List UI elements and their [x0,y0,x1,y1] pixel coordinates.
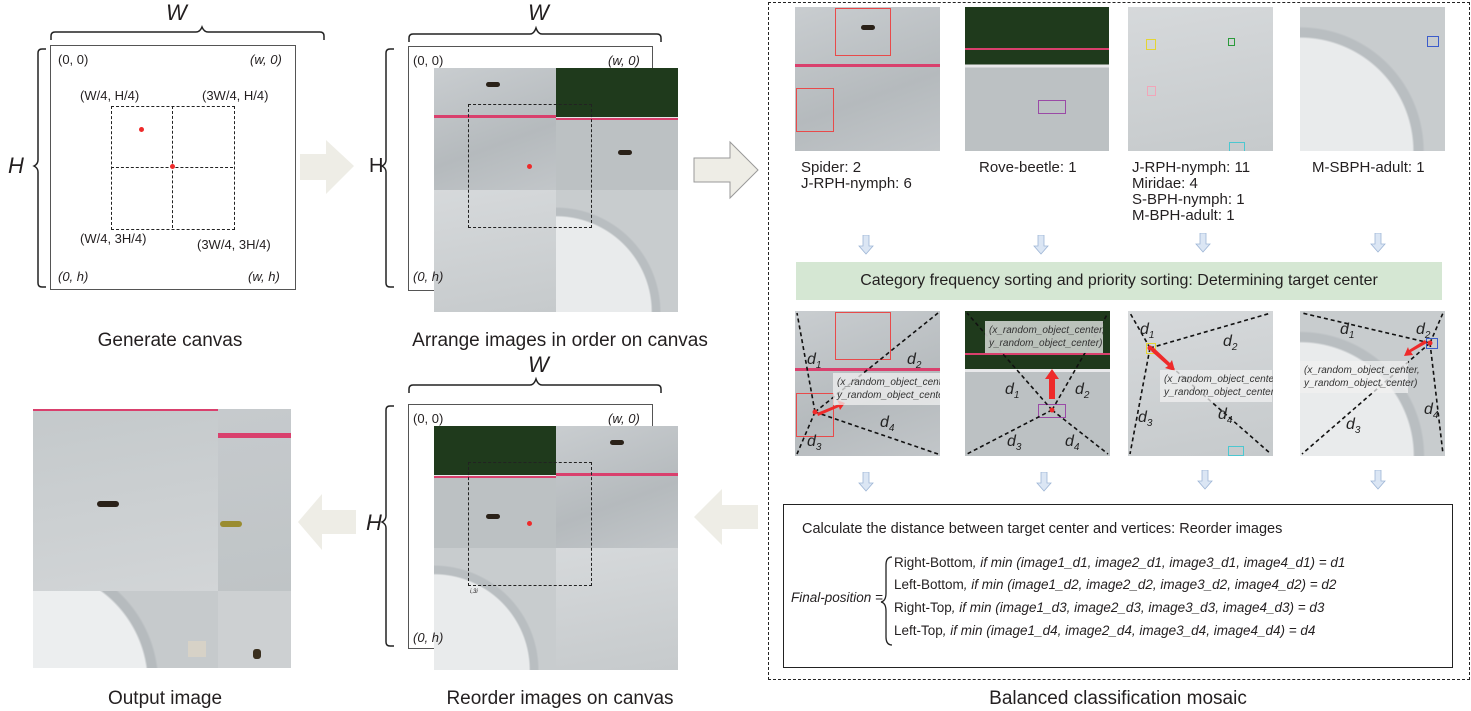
curly-brace-icon [880,556,893,646]
corner-top-left: (0, 0) [58,52,89,67]
mosaic-caption: Balanced classification mosaic [989,688,1247,709]
down-arrow-icon [1370,470,1386,490]
target-center-label: (x_random_object_center, y_random_object… [985,321,1105,353]
image-tile-bowl [434,548,556,670]
balanced-mosaic-panel [768,2,1470,680]
corner-top-right: (w, 0) [608,53,640,68]
down-arrow-icon [1036,472,1052,492]
width-label: W [528,352,549,377]
canvas-braces [32,24,325,288]
flow-arrow-right-icon [300,140,354,194]
reorder-caption: Reorder images on canvas [446,688,674,709]
case-right-bottom: Right-Bottom, if min (image1_d1, image2_… [894,555,1346,570]
down-arrow-icon [858,472,874,492]
arrange-caption: Arrange images in order on canvas [412,330,708,351]
image-tile-rove-beetle [434,426,556,548]
corner-bottom-right: (w, h) [248,269,280,284]
height-label: H [366,510,382,535]
detection-box-spider [796,88,834,132]
down-arrow-icon [858,235,874,255]
target-center-label: (x_random_object_center, y_random_object… [833,373,940,405]
output-tile-rove-beetle [33,409,218,591]
down-arrow-icon [1370,233,1386,253]
mosaic-image-3 [1128,7,1273,151]
small-annotation: i,3i [470,589,478,595]
corner-top-right: (w, 0) [608,411,640,426]
image-tile-bowl [556,190,678,312]
center-point-dot [170,164,175,169]
point-w4-3h4: (W/4, 3H/4) [80,231,147,246]
center-region-dashed-box [468,462,592,586]
image-tile-spider [434,68,556,190]
down-arrow-icon [1195,233,1211,253]
corner-top-right: (w, 0) [250,52,282,67]
output-tile-nymphs [218,591,291,668]
corner-top-left: (0, 0) [413,411,444,426]
reorder-step-title: Calculate the distance between target ce… [802,521,1283,537]
generate-canvas-caption: Generate canvas [97,330,243,351]
center-region-dashed-box [468,104,592,228]
width-label: W [166,0,187,25]
output-caption: Output image [107,688,223,709]
point-3w4-3h4: (3W/4, 3H/4) [197,237,271,252]
reorder-formula-box: Calculate the distance between target ce… [783,504,1453,668]
image-tile-nymphs [434,190,556,312]
arrange-braces [380,25,662,288]
target-center-label: (x_random_object_center, y_random_object… [1300,361,1420,393]
image-tile-spider [556,426,678,548]
category-sorting-step: Category frequency sorting and priority … [796,262,1442,300]
final-position-label: Final-position = [791,590,883,605]
mosaic-image-1 [795,7,940,151]
case-left-bottom: Left-Bottom, if min (image1_d2, image2_d… [894,577,1337,592]
target-center-label: (x_random_object_center, y_random_object… [1160,370,1273,402]
distance-diagram-2: (x_random_object_center, y_random_object… [965,311,1110,456]
flow-arrow-right-icon [693,140,759,200]
distance-diagram-1: (x_random_object_center, y_random_object… [795,311,940,456]
mosaic-image-4 [1300,7,1445,151]
detection-box-spider [835,8,891,56]
image-4-counts: M-SBPH-adult: 1 [1312,159,1425,176]
image-3-counts: J-RPH-nymph: 11 Miridae: 4 S-BPH-nymph: … [1132,159,1251,224]
center-region-dashed-box [111,106,235,230]
mosaic-image-2 [965,7,1109,151]
corner-bottom-left: (0, h) [413,630,444,645]
distance-diagram-4: (x_random_object_center, y_random_object… [1300,311,1445,456]
height-label: H [369,155,384,177]
output-tile-spider [218,409,291,591]
image-tile-rove-beetle [556,68,678,190]
width-label: W [528,0,549,25]
height-label: H [8,153,24,178]
random-point-dot [139,127,144,132]
distance-diagram-3: (x_random_object_center, y_random_object… [1128,311,1273,456]
corner-bottom-left: (0, h) [413,269,444,284]
corner-bottom-left: (0, h) [58,269,89,284]
detection-box-rove-beetle [1038,100,1066,114]
center-point-dot [527,521,532,526]
down-arrow-icon [1033,235,1049,255]
point-3w4-h4: (3W/4, H/4) [202,88,269,103]
corner-top-left: (0, 0) [413,53,444,68]
flow-arrow-left-icon [694,489,758,545]
image-2-counts: Rove-beetle: 1 [979,159,1077,176]
distance-lines [1301,312,1444,455]
image-tile-nymphs [556,548,678,670]
point-w4-h4: (W/4, H/4) [80,88,140,103]
output-tile-bowl [33,591,218,668]
distance-lines [796,312,939,455]
image-1-counts: Spider: 2 J-RPH-nymph: 6 [801,159,912,192]
down-arrow-icon [1197,470,1213,490]
case-left-top: Left-Top, if min (image1_d4, image2_d4, … [894,623,1316,638]
reorder-braces [380,376,662,647]
center-point-dot [527,164,532,169]
flow-arrow-left-icon [298,494,356,550]
case-right-top: Right-Top, if min (image1_d3, image2_d3,… [894,600,1325,615]
